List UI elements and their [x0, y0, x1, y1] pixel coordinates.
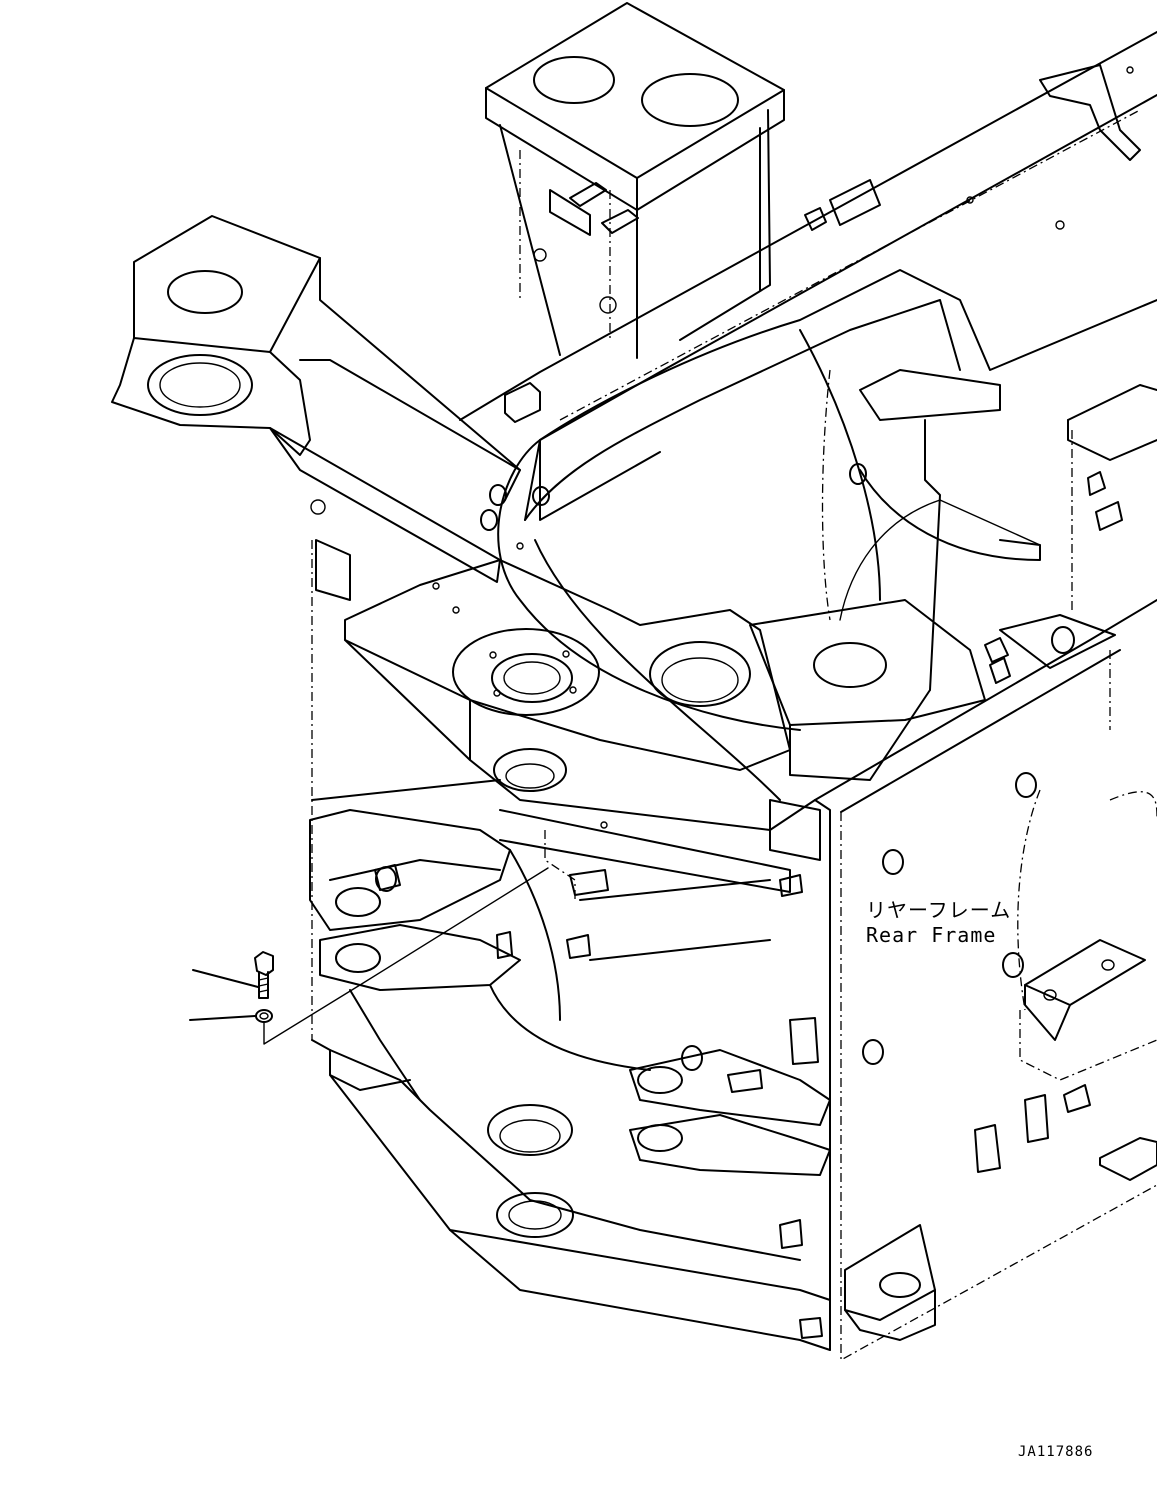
- lower-right-clevis: [844, 1224, 936, 1341]
- upper-tower: [485, 2, 785, 359]
- part-label-english: Rear Frame: [866, 923, 997, 947]
- center-frame: [310, 269, 1157, 801]
- part-label-japanese: リヤーフレーム: [866, 898, 1012, 922]
- upper-right-beam: [459, 31, 1157, 521]
- drawing-code: JA117886: [1018, 1444, 1094, 1460]
- washer-icon: [255, 1009, 273, 1023]
- rear-box: [814, 384, 1157, 1362]
- lower-frame: [311, 989, 831, 1351]
- left-side-frame: [311, 539, 821, 1040]
- middle-clevis: [309, 809, 771, 1071]
- upper-left-mount: [111, 215, 521, 583]
- bolt-icon: [254, 951, 274, 976]
- upper-plate: [344, 542, 791, 829]
- bolt-washer-callout: [189, 867, 549, 1045]
